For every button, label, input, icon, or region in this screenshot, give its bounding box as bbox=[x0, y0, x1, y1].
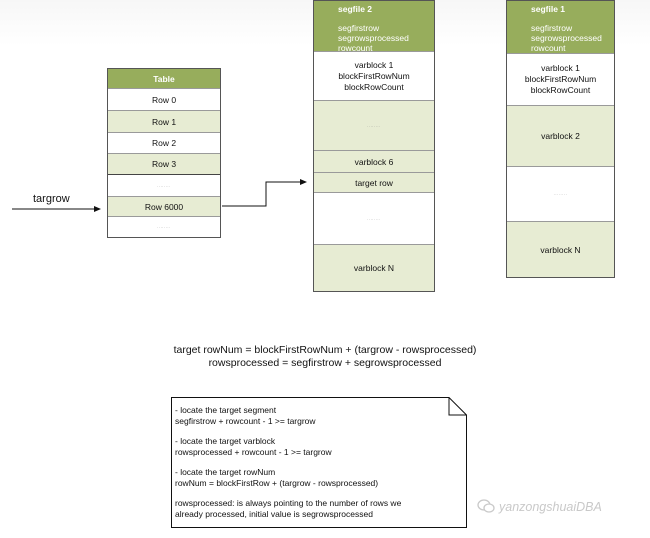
targrow-label: targrow bbox=[33, 193, 70, 205]
table-row-target: Row 6000 bbox=[108, 197, 220, 217]
segfile-2-header: segfile 2 segfirstrow segrowsprocessed r… bbox=[314, 1, 434, 53]
segfile-1-field: segfirstrow bbox=[531, 23, 573, 33]
row-to-target-arrow bbox=[222, 179, 307, 207]
watermark: yanzongshuaiDBA bbox=[477, 499, 602, 514]
segfile-2-box: segfile 2 segfirstrow segrowsprocessed r… bbox=[313, 0, 435, 292]
segfile-1-header: segfile 1 segfirstrow segrowsprocessed r… bbox=[507, 1, 614, 54]
note-item: - locate the target varblock rowsprocess… bbox=[175, 436, 332, 457]
segfile-2-field: segrowsprocessed bbox=[338, 33, 409, 43]
segfile-1-varblock-n: varblock N bbox=[507, 222, 614, 277]
table-title: Table bbox=[108, 69, 220, 89]
segfile-1-field: segrowsprocessed bbox=[531, 33, 602, 43]
note-item: rowsprocessed: is always pointing to the… bbox=[175, 498, 402, 519]
segfile-1-varblock-1: varblock 1 blockFirstRowNum blockRowCoun… bbox=[507, 54, 614, 106]
formula-target-rownum: target rowNum = blockFirstRowNum + (targ… bbox=[173, 344, 477, 356]
watermark-text: yanzongshuaiDBA bbox=[499, 499, 602, 514]
segfile-2-varblock-1: varblock 1 blockFirstRowNum blockRowCoun… bbox=[314, 52, 434, 101]
segfile-1-title: segfile 1 bbox=[531, 4, 566, 14]
table-row: Row 1 bbox=[108, 111, 220, 133]
segfile-1-varblock-2: varblock 2 bbox=[507, 106, 614, 167]
table-row: Row 2 bbox=[108, 133, 220, 154]
note-outline bbox=[171, 397, 467, 528]
table-row-ellipsis: ........ bbox=[108, 217, 220, 237]
segfile-2-title: segfile 2 bbox=[338, 4, 373, 14]
table-row: Row 0 bbox=[108, 89, 220, 111]
segfile-2-field: segfirstrow bbox=[338, 23, 380, 33]
segfile-2-target-row: target row bbox=[314, 173, 434, 193]
wechat-icon bbox=[477, 499, 495, 513]
note-item: - locate the target segment segfirstrow … bbox=[175, 405, 316, 426]
segfile-2-field: rowcount bbox=[338, 43, 373, 53]
table-box: Table Row 0 Row 1 Row 2 Row 3 ........ R… bbox=[107, 68, 221, 238]
segfile-1-box: segfile 1 segfirstrow segrowsprocessed r… bbox=[506, 0, 615, 278]
segfile-2-ellipsis: ........ bbox=[314, 193, 434, 245]
table-row: Row 3 bbox=[108, 154, 220, 175]
note-item: - locate the target rowNum rowNum = bloc… bbox=[175, 467, 379, 488]
segfile-2-ellipsis: ........ bbox=[314, 101, 434, 151]
segfile-2-varblock-6: varblock 6 bbox=[314, 151, 434, 173]
segfile-1-field: rowcount bbox=[531, 43, 566, 53]
segfile-1-ellipsis: ........ bbox=[507, 167, 614, 222]
formula-rowsprocessed: rowsprocessed = segfirstrow + segrowspro… bbox=[208, 357, 442, 369]
note-box: - locate the target segment segfirstrow … bbox=[171, 397, 467, 528]
segfile-2-varblock-n: varblock N bbox=[314, 245, 434, 291]
table-row-ellipsis: ........ bbox=[108, 175, 220, 197]
